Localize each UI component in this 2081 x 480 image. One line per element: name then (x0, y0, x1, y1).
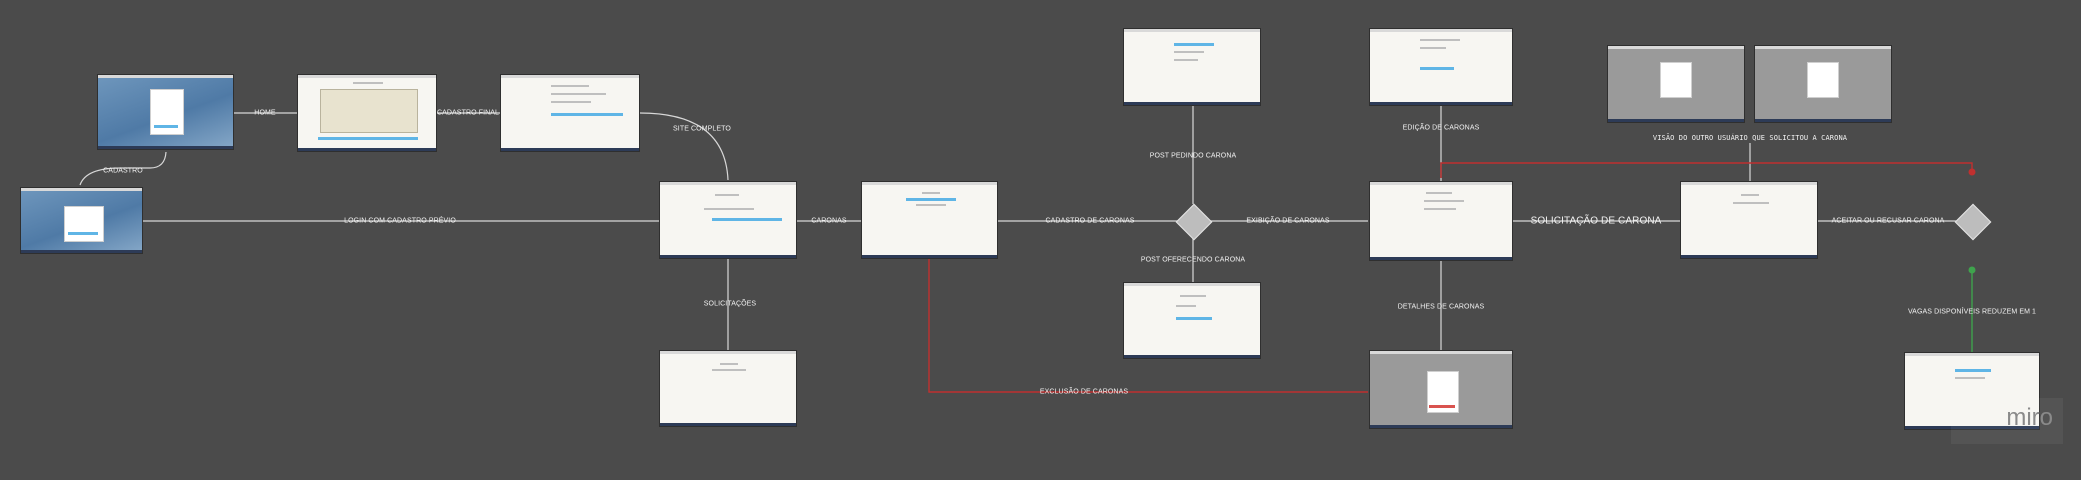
label-caronas: CARONAS (811, 217, 847, 225)
screen-exibicao[interactable] (1369, 181, 1513, 261)
label-detalhes: DETALHES DE CARONAS (1397, 303, 1485, 311)
miro-logo: miro (2006, 404, 2053, 431)
screen-site-completo[interactable] (659, 181, 797, 259)
connector-site-completo (639, 112, 729, 181)
label-cadastro: CADASTRO (103, 167, 143, 175)
miro-watermark: miro (1951, 398, 2063, 444)
label-site-completo: SITE COMPLETO (673, 125, 731, 133)
screen-cadastro-final[interactable] (500, 74, 640, 152)
screen-vagas[interactable] (1904, 352, 2040, 430)
label-vagas: VAGAS DISPONÍVEIS REDUZEM EM 1 (1907, 308, 2037, 316)
label-exclusao: EXCLUSÃO DE CARONAS (1039, 388, 1129, 396)
connector-recusar (1440, 162, 1973, 178)
label-login: LOGIN COM CADASTRO PRÉVIO (344, 217, 456, 225)
label-visao: VISÃO DO OUTRO USUÁRIO QUE SOLICITOU A C… (1652, 134, 1848, 142)
reject-dot (1968, 168, 1976, 176)
label-cadastro-final: CADASTRO FINAL (436, 109, 500, 117)
screen-solicitacao[interactable] (1680, 181, 1818, 259)
label-solicitacao: SOLICITAÇÃO DE CARONA (1530, 215, 1662, 227)
screen-login[interactable] (20, 187, 143, 254)
screen-post-pedindo[interactable] (1123, 28, 1261, 106)
label-post-pedindo: POST PEDINDO CARONA (1149, 152, 1237, 160)
screen-detalhes[interactable] (1369, 350, 1513, 429)
label-cadastro-de-caronas: CADASTRO DE CARONAS (1045, 217, 1135, 225)
connector-cadastro (79, 151, 167, 186)
screen-visao-2[interactable] (1754, 45, 1892, 123)
label-edicao: EDIÇÃO DE CARONAS (1402, 124, 1480, 132)
screen-home[interactable] (297, 74, 437, 152)
label-solicitacoes: SOLICITAÇÕES (703, 300, 757, 308)
screen-caronas[interactable] (861, 181, 998, 259)
accept-dot (1968, 266, 1976, 274)
label-aceitar: ACEITAR OU RECUSAR CARONA (1831, 217, 1945, 225)
screen-post-oferecendo[interactable] (1123, 282, 1261, 359)
label-post-oferecendo: POST OFERECENDO CARONA (1140, 256, 1246, 264)
connector-exclusao (928, 259, 1368, 393)
screen-solicitacoes[interactable] (659, 350, 797, 427)
screen-cadastro[interactable] (97, 74, 234, 150)
screen-edicao[interactable] (1369, 28, 1513, 106)
label-home: HOME (254, 109, 276, 117)
label-exibicao: EXIBIÇÃO DE CARONAS (1246, 217, 1330, 225)
screen-visao-1[interactable] (1607, 45, 1745, 123)
